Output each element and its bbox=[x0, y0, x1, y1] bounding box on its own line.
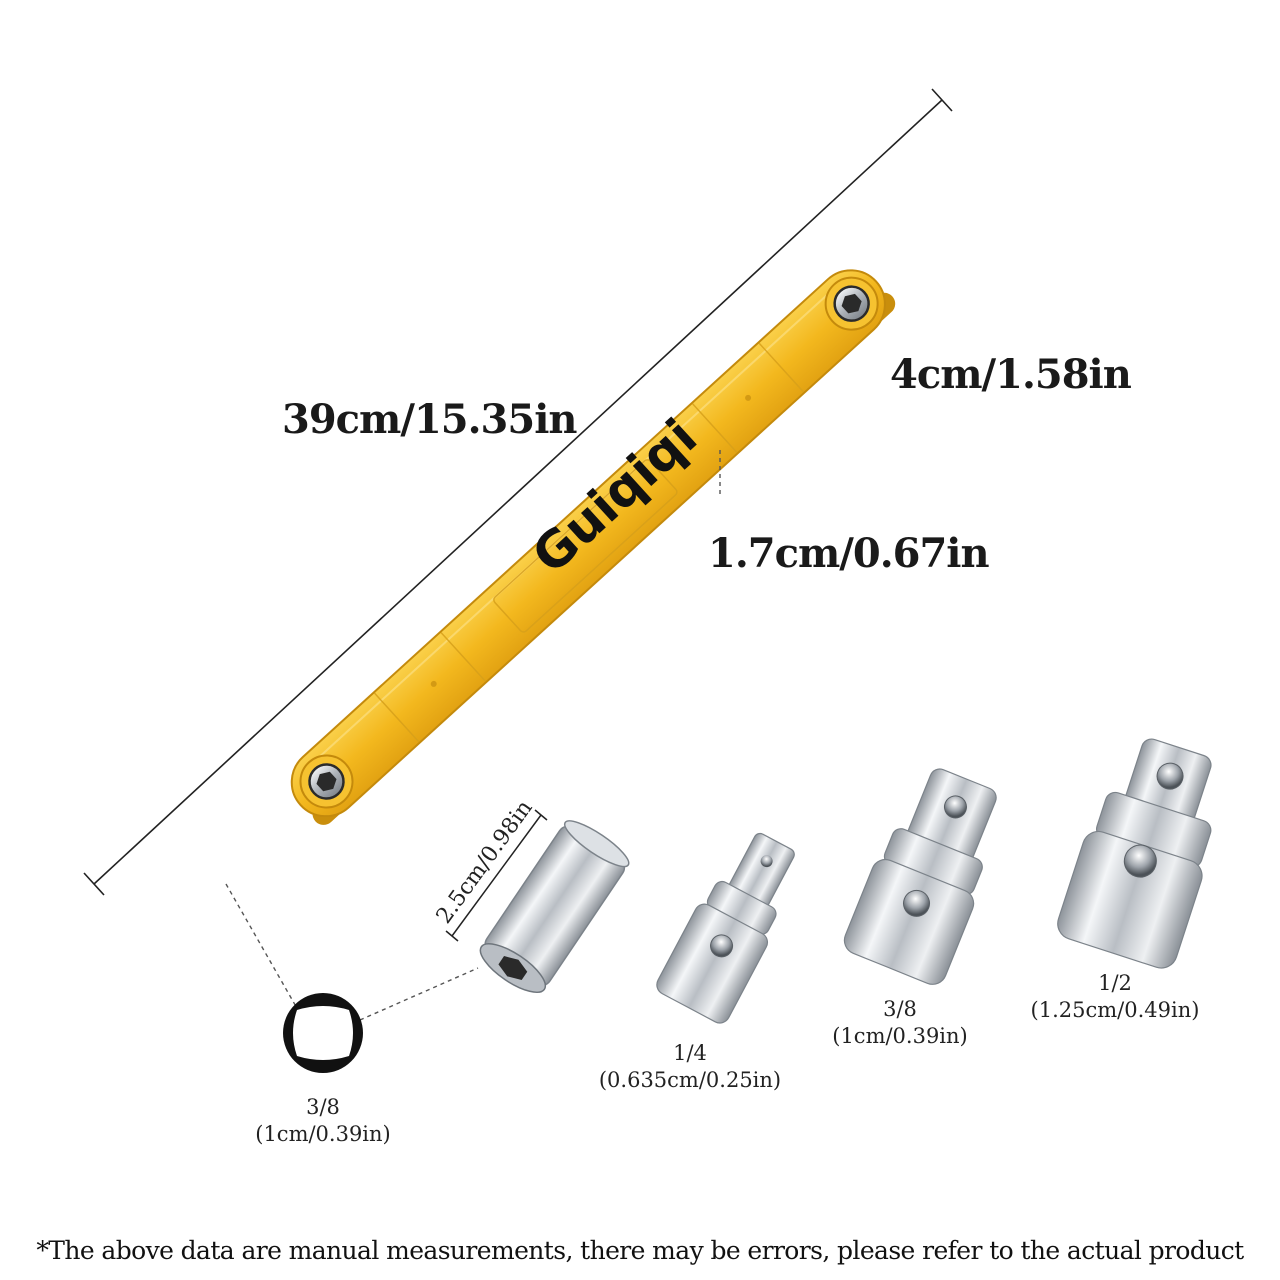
length-label: 39cm/15.35in bbox=[282, 396, 577, 443]
adapter-three-eighths-caption: 3/8 (1cm/0.39in) bbox=[800, 996, 1000, 1050]
wrench-bar bbox=[290, 269, 896, 825]
adapter-three-eighths-metric: (1cm/0.39in) bbox=[832, 1024, 968, 1048]
adapter-half-size: 1/2 bbox=[1098, 971, 1132, 995]
disclaimer-text: *The above data are manual measurements,… bbox=[36, 1236, 1244, 1265]
adapter-three-eighths-size: 3/8 bbox=[883, 997, 917, 1021]
socket-icon bbox=[479, 820, 630, 993]
thickness-label: 1.7cm/0.67in bbox=[708, 530, 990, 577]
adapter-quarter-icon bbox=[656, 832, 795, 1024]
length-dimension-line bbox=[83, 88, 953, 896]
adapter-half-caption: 1/2 (1.25cm/0.49in) bbox=[1010, 970, 1220, 1024]
adapter-half-metric: (1.25cm/0.49in) bbox=[1030, 998, 1200, 1022]
bolt-head-right bbox=[824, 276, 879, 331]
drive-size: 3/8 bbox=[306, 1095, 340, 1119]
square-drive-icon bbox=[283, 993, 363, 1073]
width-label: 4cm/1.58in bbox=[890, 351, 1132, 398]
adapter-quarter-caption: 1/4 (0.635cm/0.25in) bbox=[575, 1040, 805, 1094]
adapter-quarter-metric: (0.635cm/0.25in) bbox=[598, 1068, 782, 1092]
adapter-three-eighths-icon bbox=[843, 768, 997, 985]
socket-length-line bbox=[445, 809, 548, 942]
drive-metric: (1cm/0.39in) bbox=[255, 1122, 391, 1146]
bolt-head-left bbox=[299, 754, 354, 809]
leader-lines bbox=[225, 450, 721, 1021]
adapter-half-icon bbox=[1057, 738, 1212, 969]
drive-caption: 3/8 (1cm/0.39in) bbox=[223, 1094, 423, 1148]
adapter-quarter-size: 1/4 bbox=[673, 1041, 707, 1065]
